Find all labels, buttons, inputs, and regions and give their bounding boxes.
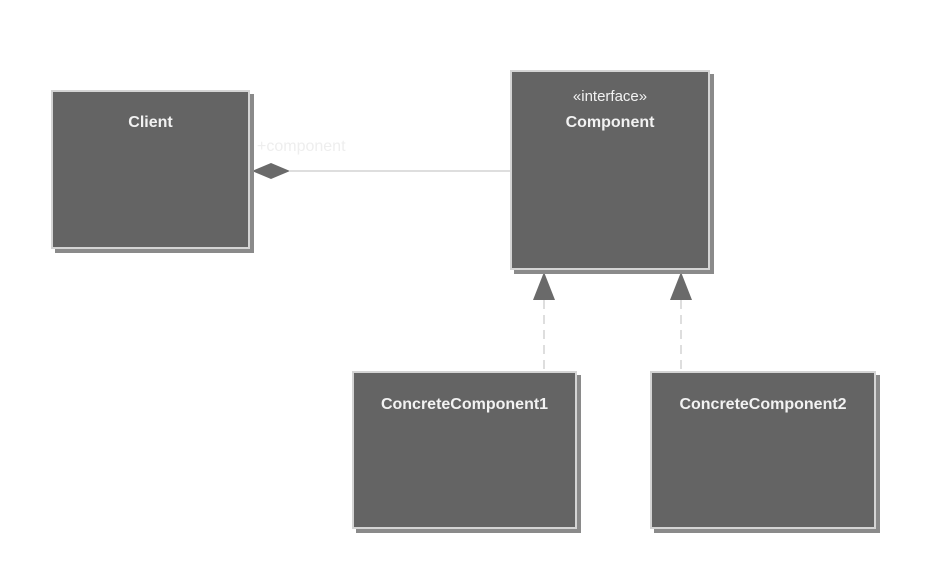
- class-name: Client: [128, 114, 173, 131]
- class-concrete-component-2[interactable]: ConcreteComponent2: [650, 371, 876, 529]
- realization-arrowhead-1-icon: [533, 272, 555, 300]
- class-name: Component: [565, 114, 655, 131]
- class-name: ConcreteComponent2: [679, 396, 847, 413]
- interface-component[interactable]: «interface» Component: [510, 70, 710, 270]
- class-name: ConcreteComponent1: [380, 396, 549, 413]
- stereotype-label: «interface»: [572, 88, 648, 105]
- class-concrete-component-1[interactable]: ConcreteComponent1: [352, 371, 577, 529]
- class-client[interactable]: Client: [51, 90, 250, 249]
- association-role-label: +component: [257, 138, 346, 155]
- composition-diamond-icon: [252, 163, 290, 179]
- realization-arrowhead-2-icon: [670, 272, 692, 300]
